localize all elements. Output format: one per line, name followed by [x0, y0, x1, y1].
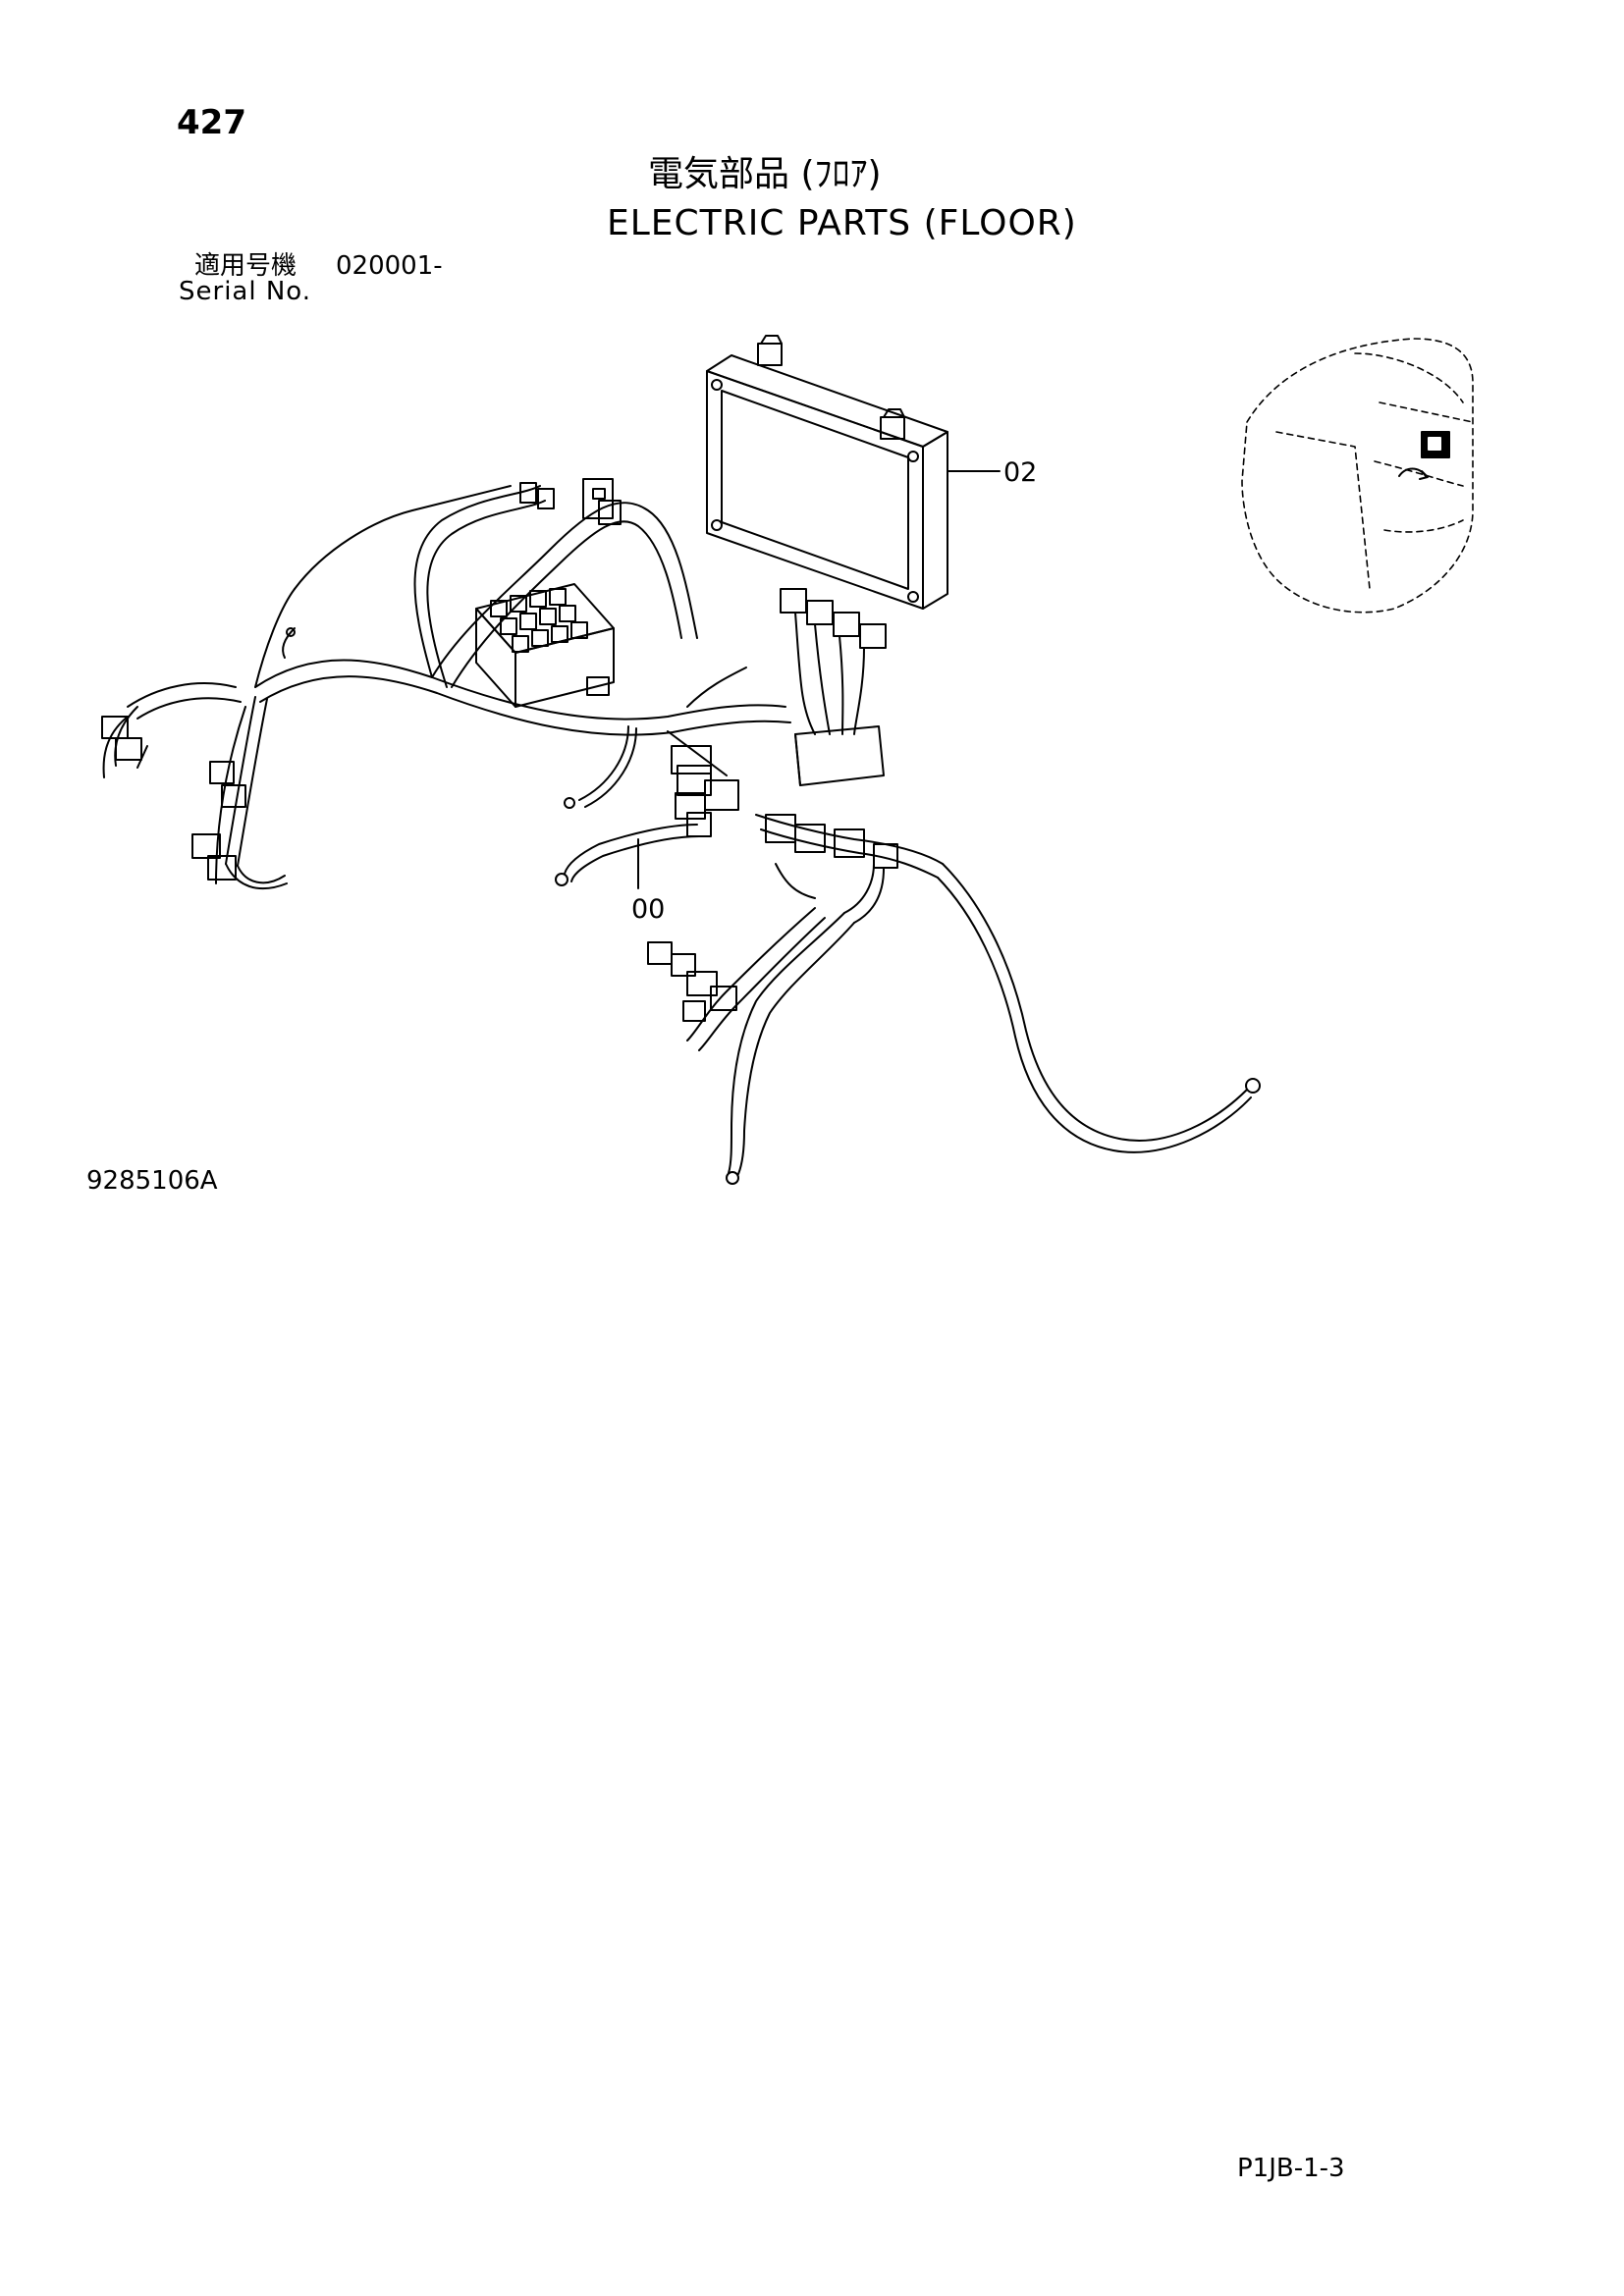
cab-outline [1241, 338, 1474, 614]
page-code: P1JB-1-3 [1237, 2154, 1345, 2183]
figure-code: 9285106A [86, 1166, 218, 1196]
title-japanese: 電気部品 (ﾌﾛｱ) [648, 154, 882, 194]
controller-connectors [780, 588, 887, 735]
cab-location-marker [1398, 431, 1450, 480]
main-harness [127, 485, 791, 776]
serial-label-english: Serial No. [179, 277, 311, 306]
callout-02-label: 02 [1003, 457, 1037, 488]
ground-wire-upper [564, 725, 637, 809]
junction-block [671, 725, 885, 820]
relay-connector [582, 478, 622, 525]
callout-00-label: 00 [631, 894, 665, 925]
page-number: 427 [177, 103, 246, 142]
title-english: ELECTRIC PARTS (FLOOR) [607, 203, 1077, 243]
serial-value: 020001- [336, 251, 443, 281]
serial-label-japanese: 適用号機 [194, 251, 298, 281]
left-harness-branch [101, 482, 555, 890]
controller-box [706, 335, 948, 610]
fuse-box [475, 583, 615, 708]
right-harness-branch [647, 814, 1261, 1185]
ground-wire-lower [555, 812, 712, 889]
